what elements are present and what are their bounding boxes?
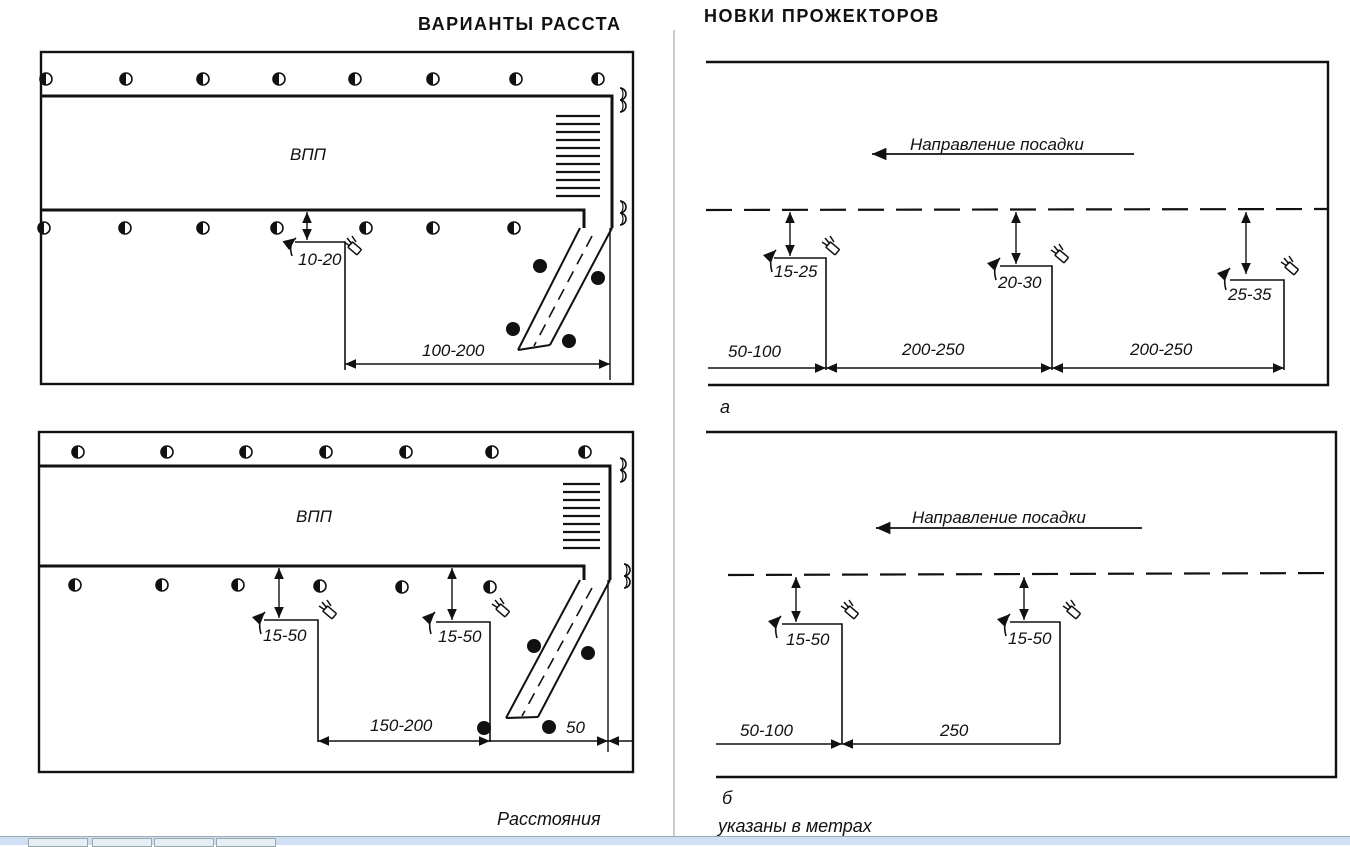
offset-label: 25-35 [1227,285,1272,304]
floodlight-icon [491,597,511,618]
right-top-scheme: Направление посадки 15-25 20-30 25-35 50… [705,60,1330,417]
floodlight-icon [840,599,860,620]
span-label: 50-100 [728,342,781,361]
offset-label: 10-20 [298,250,342,269]
taskbar-button[interactable] [154,838,214,847]
left-bottom-scheme: ВПП 15-50 15-50 150-200 [37,430,635,774]
end-lights [623,563,631,589]
offset-label: 20-30 [997,273,1042,292]
offset-label: 15-50 [786,630,830,649]
end-lights [619,87,627,113]
floodlight-icon [343,235,363,256]
taskbar-button[interactable] [216,838,276,847]
runway-label: ВПП [290,145,327,164]
taskbar-button[interactable] [28,838,88,847]
end-lights [619,457,627,483]
offset-label: 15-50 [438,627,482,646]
header-right: НОВКИ ПРОЖЕКТОРОВ [704,6,940,26]
caption-right: указаны в метрах [716,816,873,836]
end-span-label: 50 [566,718,585,737]
direction-label: Направление посадки [910,135,1084,154]
floodlight-icon [1062,599,1082,620]
span-label: 150-200 [370,716,433,735]
direction-label: Направление посадки [912,508,1086,527]
caption-left: Расстояния [497,809,601,829]
header-left: ВАРИАНТЫ РАССТА [418,14,622,34]
frame [37,430,635,774]
span-label: 50-100 [740,721,793,740]
variant-letter: б [722,788,733,808]
edge-lights-bottom [37,221,521,235]
floodlight-icon [1050,243,1070,264]
span-label: 100-200 [422,341,485,360]
end-lights [619,200,627,226]
taxiway-lights [477,639,595,735]
span-label: 200-250 [901,340,965,359]
right-bottom-scheme: Направление посадки 15-50 15-50 50-100 2… [706,430,1338,808]
taxiway-lights [506,259,605,348]
edge-lights-top [71,445,592,459]
floodlight-icon [318,599,338,620]
edge-lights-bottom [68,578,497,594]
frame [39,50,635,386]
offset-label: 15-25 [774,262,818,281]
floodlight-icon [821,235,841,256]
edge-lights-top [39,72,605,86]
floodlight-icon [1280,255,1300,276]
variant-letter: а [720,397,730,417]
left-top-scheme: ВПП 10-20 100-200 [37,50,635,386]
span-label: 200-250 [1129,340,1193,359]
span-label: 250 [939,721,969,740]
runway-label: ВПП [296,507,333,526]
offset-label: 15-50 [1008,629,1052,648]
taskbar-button[interactable] [92,838,152,847]
offset-label: 15-50 [263,626,307,645]
